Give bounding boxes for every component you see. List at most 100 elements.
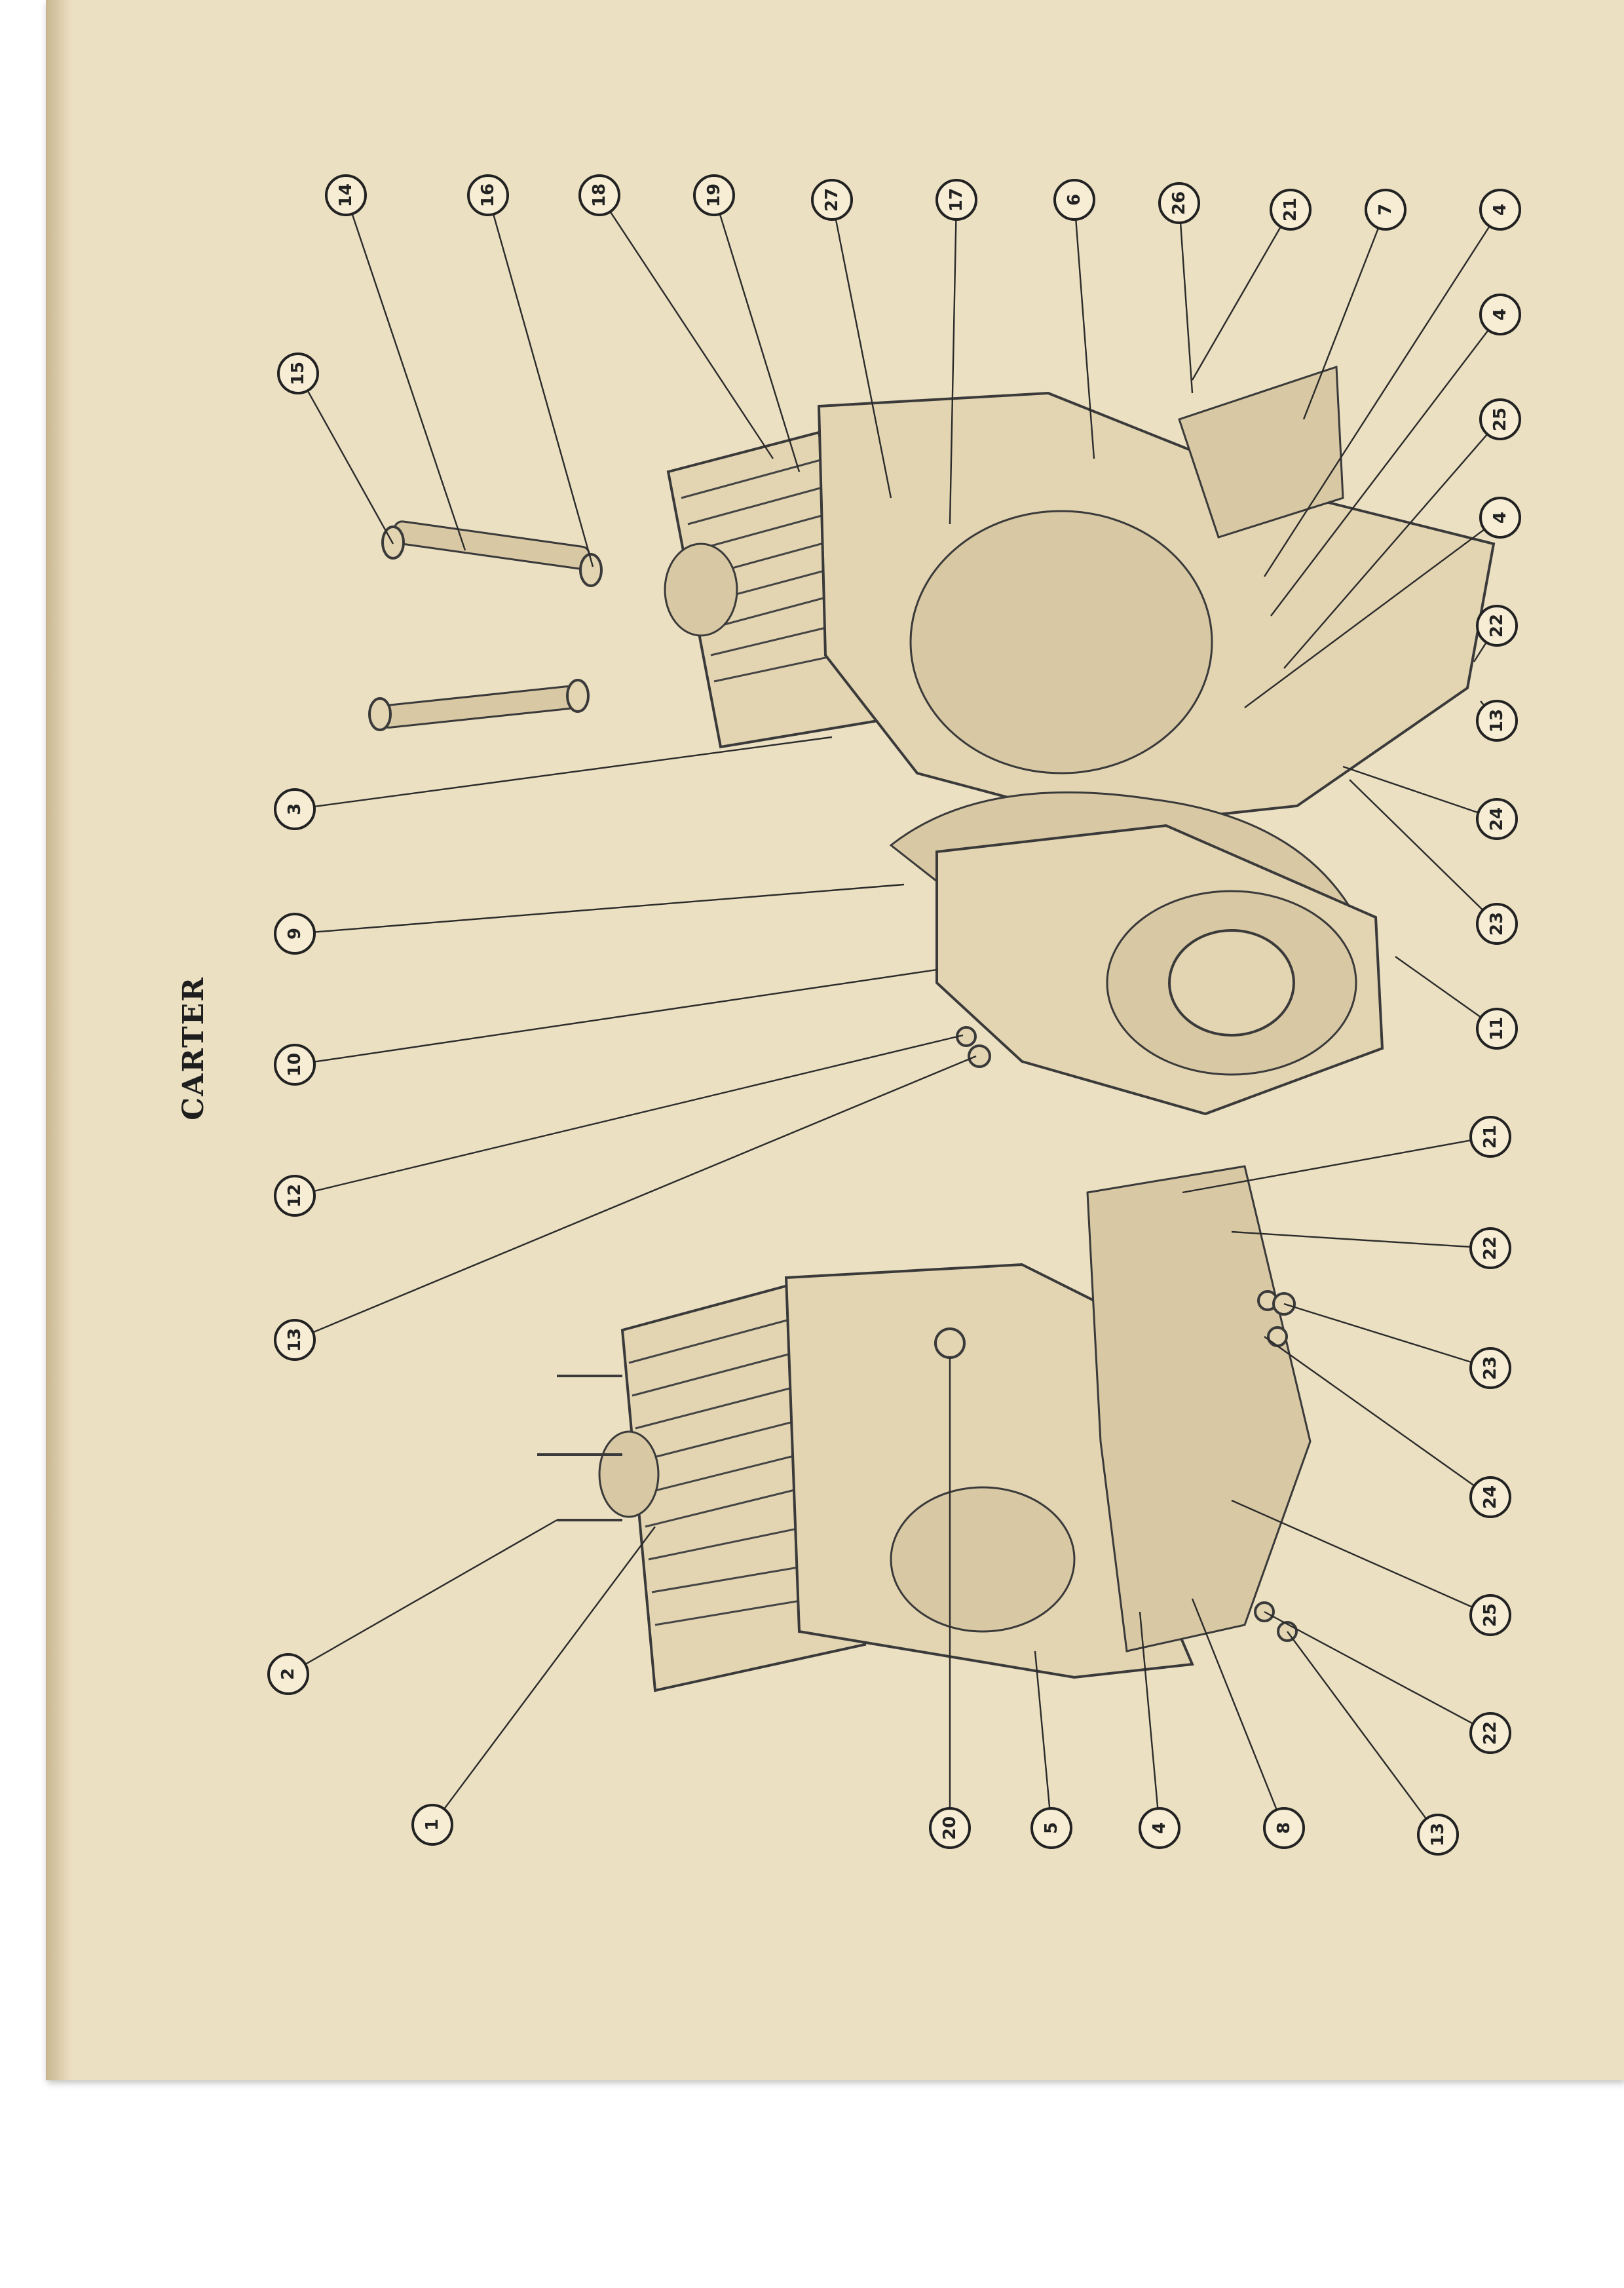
callout-circle	[1476, 700, 1518, 742]
leader-line	[314, 883, 905, 933]
callout-26: 26	[1158, 182, 1200, 394]
callout-circle	[1469, 1347, 1511, 1389]
callout-circle	[274, 913, 316, 955]
leader-line	[1283, 433, 1488, 669]
callout-number: 21	[1481, 1125, 1500, 1149]
callout-number: 24	[1481, 1485, 1500, 1509]
callout-circle	[274, 1044, 316, 1086]
crankcase-half-lower	[784, 1165, 1312, 1679]
callout-number: 4	[1150, 1822, 1169, 1834]
callout-circle	[1476, 1008, 1518, 1050]
leader-line	[351, 214, 466, 551]
callout-circle	[1476, 798, 1518, 840]
leader-line	[1139, 1611, 1159, 1809]
callout-number: 15	[288, 362, 308, 385]
callout-circle	[1476, 605, 1518, 647]
callout-16: 16	[467, 174, 594, 567]
callout-number: 25	[1481, 1603, 1500, 1627]
callout-24: 24	[1264, 1336, 1511, 1518]
callout-circle	[325, 174, 367, 216]
leader-line	[1244, 528, 1485, 708]
callout-25: 25	[1283, 398, 1521, 669]
callout-10: 10	[274, 968, 937, 1086]
leader-line	[835, 219, 892, 499]
callout-circle	[1479, 294, 1521, 335]
callout-number: 8	[1274, 1822, 1294, 1834]
leader-line	[1075, 219, 1095, 459]
side-cover-10	[935, 824, 1384, 1116]
callout-22: 22	[1473, 605, 1518, 662]
callout-11: 11	[1395, 956, 1518, 1050]
leader-line	[1264, 1336, 1475, 1487]
leader-line	[1231, 1499, 1473, 1608]
callout-circle	[1469, 1712, 1511, 1754]
callout-circle	[811, 179, 853, 221]
leader-line	[1287, 1631, 1427, 1820]
callout-19: 19	[693, 174, 801, 472]
callout-circle	[1469, 1227, 1511, 1269]
leader-line	[1473, 641, 1487, 662]
callout-number: 22	[1481, 1721, 1500, 1745]
callout-circle	[1158, 182, 1200, 224]
callout-number: 4	[1490, 512, 1510, 524]
callout-circle	[929, 1807, 971, 1849]
callout-number: 23	[1487, 912, 1507, 936]
callout-circle	[1469, 1594, 1511, 1636]
callout-number: 11	[1487, 1017, 1507, 1040]
washer-22	[1267, 1326, 1288, 1347]
callout-27: 27	[811, 179, 892, 499]
leader-line	[492, 214, 594, 567]
callout-13: 13	[274, 1055, 977, 1361]
through-bolt-second	[368, 679, 590, 731]
callout-1: 1	[411, 1526, 656, 1846]
leader-line	[1342, 765, 1479, 814]
callout-number: 7	[1376, 204, 1395, 216]
callout-12: 12	[274, 1034, 964, 1217]
callout-circle	[267, 1653, 309, 1695]
callout-24: 24	[1342, 765, 1518, 840]
callout-14: 14	[325, 174, 466, 551]
callout-18: 18	[578, 174, 774, 459]
callout-22: 22	[1231, 1227, 1511, 1269]
callout-number: 14	[336, 183, 356, 207]
callout-21: 21	[1182, 1116, 1511, 1194]
callout-circle	[467, 174, 509, 216]
callout-circle	[1365, 189, 1407, 231]
callout-circle	[1053, 179, 1095, 221]
callout-number: 27	[822, 188, 842, 212]
leader-line	[1283, 1303, 1472, 1363]
callout-circle	[1479, 497, 1521, 539]
callout-20: 20	[929, 1356, 971, 1849]
nut-13	[968, 1044, 991, 1068]
callout-number: 24	[1487, 807, 1507, 831]
leader-line	[1395, 956, 1482, 1018]
callout-circle	[1476, 903, 1518, 945]
leader-line	[1179, 222, 1194, 394]
leader-line	[719, 214, 801, 472]
callout-circle	[693, 174, 735, 216]
callout-circle	[277, 353, 319, 394]
callout-circle	[411, 1804, 453, 1846]
callout-circle	[1469, 1116, 1511, 1158]
upper-crankcase-assembly	[368, 365, 1496, 1116]
callout-4: 4	[1244, 497, 1521, 708]
callout-number: 13	[285, 1328, 305, 1352]
callout-22: 22	[1264, 1611, 1511, 1754]
callout-number: 2	[278, 1668, 298, 1680]
callout-circle	[1030, 1807, 1072, 1849]
leader-line	[1034, 1650, 1051, 1809]
callout-4: 4	[1263, 189, 1521, 577]
leader-line	[314, 736, 833, 808]
leader-line	[1302, 227, 1380, 420]
callout-number: 21	[1281, 198, 1300, 221]
callout-number: 19	[704, 183, 724, 207]
callout-number: 26	[1169, 191, 1189, 215]
callout-4: 4	[1270, 294, 1521, 617]
callout-circle	[1469, 1476, 1511, 1518]
callout-number: 13	[1428, 1823, 1448, 1846]
callout-circle	[1263, 1807, 1305, 1849]
callout-number: 9	[285, 928, 305, 940]
callout-21: 21	[1191, 189, 1312, 381]
